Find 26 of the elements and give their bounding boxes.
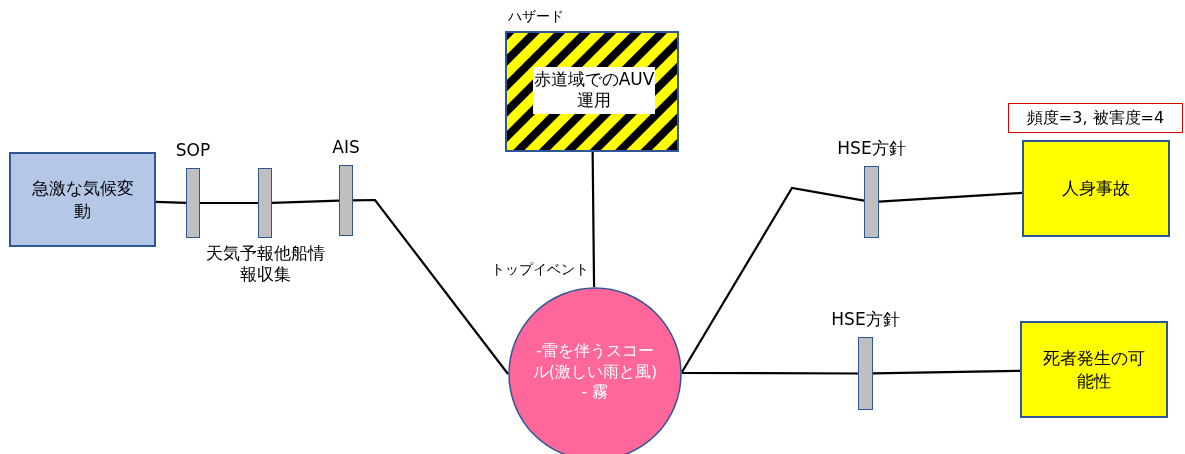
rating-label: 頻度=3, 被害度=4: [1026, 107, 1165, 129]
barrier-label: HSE方針: [831, 308, 900, 330]
threat-box: [9, 152, 156, 247]
top-event-heading: トップイベント: [491, 261, 589, 279]
barrier-label: SOP: [175, 139, 211, 161]
barrier-label: AIS: [332, 136, 360, 158]
connector-line: [878, 191, 1023, 203]
top-event-label: - 霧: [580, 382, 610, 404]
consequence-box: [1020, 321, 1168, 418]
node-label: 急激な気候変動: [30, 176, 135, 223]
connector-line: [873, 369, 1020, 375]
connector-line: [200, 201, 258, 205]
hazard-label: 赤道域でのAUV運用: [533, 67, 655, 114]
connector-line: [155, 200, 187, 204]
rating-box: [1008, 103, 1183, 133]
connector-line: [353, 198, 510, 376]
barrier-label: 天気予報他船情報収集: [204, 243, 326, 286]
barrier-label: HSE方針: [837, 137, 906, 159]
connector-line: [680, 186, 865, 374]
top-event-label: -雷を伴うスコール(激しい雨と風): [532, 340, 658, 383]
consequence-box: [1022, 140, 1170, 237]
node-label: 死者発生の可能性: [1042, 346, 1146, 393]
connector-line: [271, 199, 340, 204]
connector-line: [591, 152, 596, 287]
node-label: 人身事故: [1062, 177, 1130, 200]
hazard-heading: ハザード: [508, 8, 564, 26]
